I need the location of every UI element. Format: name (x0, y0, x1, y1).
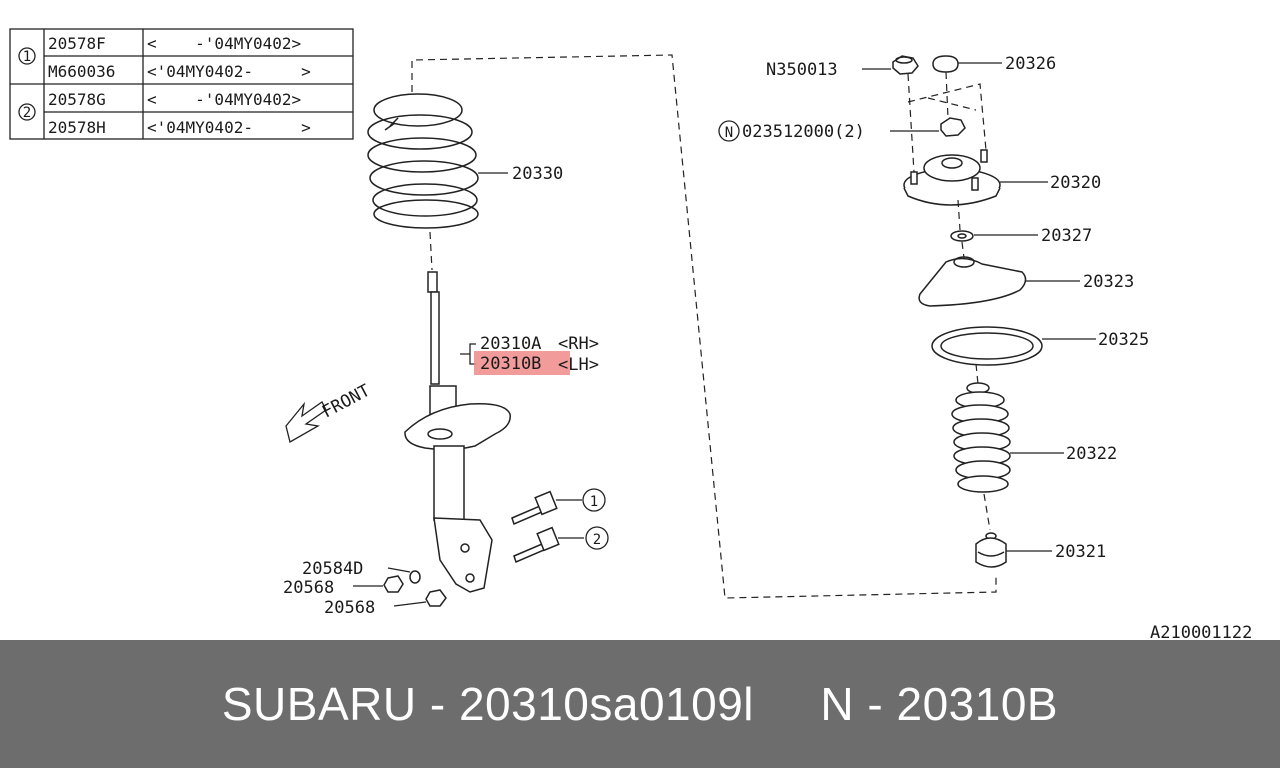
label-nut-top: N350013 (766, 60, 838, 80)
label-strut-lh-side: <LH> (558, 355, 599, 375)
table-row-part: 20578H (48, 118, 106, 137)
spring-seat (918, 256, 1027, 307)
footer-title: SUBARU - 20310sa0109l N - 20310B (221, 678, 1059, 730)
nut-upper (383, 575, 404, 593)
highlight-box (474, 351, 570, 375)
reference-table: 1 2 20578F < -'04MY0402> M660036 <'04MY0… (9, 28, 354, 140)
footer-bar: SUBARU - 20310sa0109l N - 20310B (0, 640, 1280, 768)
table-row-range: < -'04MY0402> (147, 34, 301, 53)
n-marker-circle (718, 120, 740, 142)
table-row-part: 20578G (48, 90, 106, 109)
spacer (950, 230, 974, 242)
label-washer: 20584D (302, 559, 363, 579)
label-strut-lh-part: 20310B (480, 354, 541, 374)
coil-spring (367, 93, 479, 229)
label-strut-rh-side: <RH> (558, 334, 599, 354)
washer (409, 570, 421, 584)
label-nut-upper: 20568 (283, 578, 334, 598)
bolt-1 (511, 490, 558, 526)
front-arrow-icon (285, 401, 327, 443)
label-spring: 20330 (512, 164, 563, 184)
label-bump-stop: 20321 (1055, 542, 1106, 562)
table-group-2: 2 (23, 105, 31, 121)
label-seat: 20323 (1083, 272, 1134, 292)
strut-mount (903, 149, 1001, 206)
cap (932, 55, 959, 73)
label-mount: 20320 (1050, 173, 1101, 193)
dust-boot (951, 382, 1011, 493)
assembly-boundary (411, 54, 997, 599)
strut-assembly (404, 271, 511, 593)
label-cap: 20326 (1005, 54, 1056, 74)
table-row-range: < -'04MY0402> (147, 90, 301, 109)
table-group-2-marker (18, 103, 36, 121)
label-rubber-seat: 20325 (1098, 330, 1149, 350)
label-boot: 20322 (1066, 444, 1117, 464)
callout-2: 2 (593, 532, 601, 548)
mount-nut (940, 117, 966, 137)
n-marker: N (725, 125, 733, 141)
callout-1: 1 (590, 494, 598, 510)
table-row-range: <'04MY0402- > (147, 62, 311, 81)
label-spacer: 20327 (1041, 226, 1092, 246)
table-row-part: M660036 (48, 62, 115, 81)
table-row-part: 20578F (48, 34, 106, 53)
label-strut-rh-part: 20310A (480, 334, 541, 354)
nut-top (892, 55, 919, 75)
callout-1-circle (582, 488, 606, 512)
parts-diagram: 1 2 20578F < -'04MY0402> M660036 <'04MY0… (9, 28, 1252, 640)
spring-axis-line (429, 231, 433, 271)
bump-stop (975, 532, 1007, 568)
label-front: FRONT (319, 381, 374, 423)
table-row-range: <'04MY0402- > (147, 118, 311, 137)
label-nut-lower: 20568 (324, 598, 375, 618)
callout-2-circle (585, 526, 609, 550)
diagram-code: A210001122 (1150, 623, 1252, 640)
table-group-1: 1 (23, 49, 31, 65)
nut-lower (425, 589, 447, 607)
rubber-seat (931, 326, 1043, 366)
table-group-1-marker (18, 47, 36, 65)
bolt-2 (513, 526, 560, 564)
label-mount-nut: 023512000(2) (742, 122, 865, 142)
